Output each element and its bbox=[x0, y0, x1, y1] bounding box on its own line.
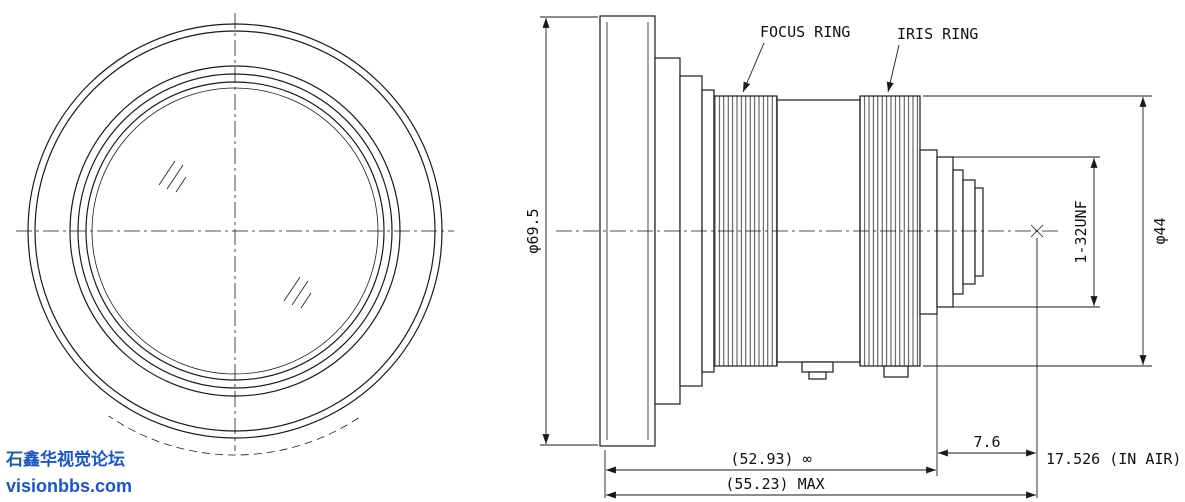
dimensions: φ69.5 φ44 1-32UNF 7.6 (52.93) ∞ 17.526 (… bbox=[524, 16, 1181, 499]
dim-label-barrel-diameter: φ44 bbox=[1151, 217, 1169, 244]
glass-reflection-mark-top bbox=[158, 160, 187, 193]
front-view bbox=[16, 13, 454, 456]
watermark-site-url: visionbbs.com bbox=[6, 476, 132, 496]
rear-step-3 bbox=[962, 179, 976, 285]
image-plane-cross bbox=[1030, 224, 1044, 238]
dim-label-front-diameter: φ69.5 bbox=[524, 208, 542, 253]
focus-ring-label: FOCUS RING bbox=[760, 23, 850, 41]
iris-ring-label: IRIS RING bbox=[897, 25, 978, 43]
rear-step-2 bbox=[952, 169, 964, 295]
dim-label-length-at-infinity: (52.93) ∞ bbox=[730, 450, 811, 468]
lock-screw-tab-1 bbox=[801, 361, 834, 373]
watermark-site-name: 石鑫华视觉论坛 bbox=[5, 449, 125, 469]
lock-screw-tab-2 bbox=[883, 365, 909, 378]
iris-ring-leader bbox=[886, 44, 900, 93]
lock-screw-tab-1-tip bbox=[808, 371, 827, 380]
rear-element-tip bbox=[974, 187, 984, 277]
callouts: FOCUS RING IRIS RING bbox=[742, 23, 978, 93]
side-view bbox=[556, 15, 1058, 447]
rear-step-1 bbox=[919, 149, 938, 315]
hidden-flange-arc bbox=[108, 416, 362, 456]
dim-label-flange-focal-distance: 17.526 (IN AIR) bbox=[1046, 450, 1181, 468]
dim-label-max-length: (55.23) MAX bbox=[725, 475, 824, 493]
watermark: 石鑫华视觉论坛 visionbbs.com bbox=[5, 449, 132, 496]
dim-label-rear-to-image: 7.6 bbox=[973, 433, 1000, 451]
glass-reflection-mark-bottom bbox=[283, 276, 312, 309]
focus-ring-leader bbox=[742, 42, 765, 93]
mount-thread-section bbox=[936, 156, 954, 308]
dim-label-mount-thread: 1-32UNF bbox=[1072, 200, 1090, 263]
